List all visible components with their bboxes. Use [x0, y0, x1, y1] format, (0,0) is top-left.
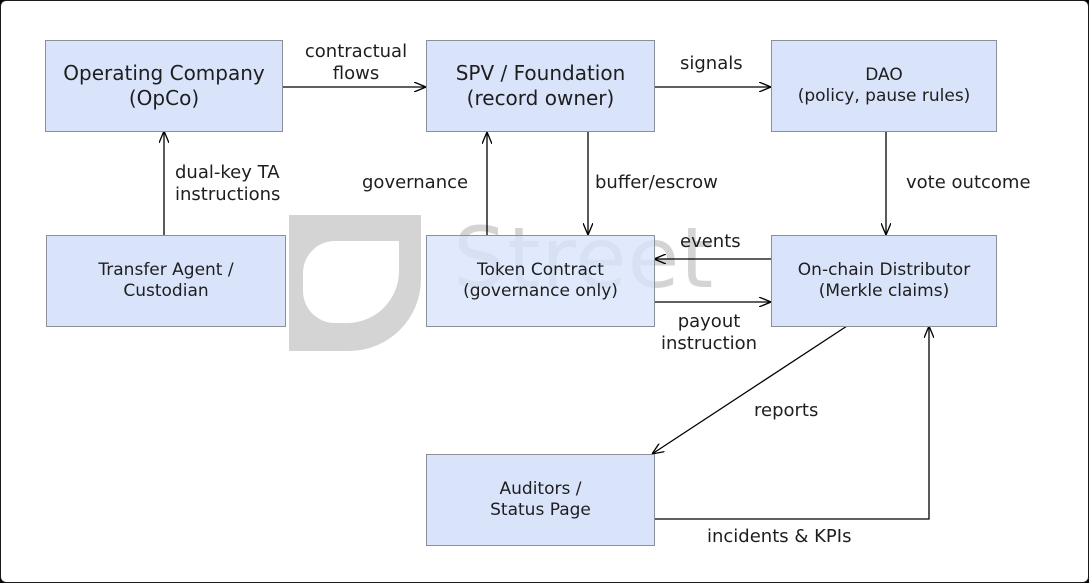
- label-token-distributor-line1: payout: [677, 311, 741, 332]
- label-spv-token: buffer/escrow: [595, 172, 718, 193]
- node-auditors: Auditors / Status Page: [426, 454, 655, 546]
- node-token-contract-title: Token Contract: [477, 260, 604, 280]
- label-opco-spv-line2: flows: [332, 63, 380, 84]
- label-distributor-token: events: [680, 231, 741, 252]
- node-opco-subtitle: (OpCo): [128, 86, 200, 110]
- label-token-distributor: payout instruction: [653, 311, 765, 355]
- label-opco-spv: contractual flows: [297, 41, 415, 85]
- label-ta-opco-line2: instructions: [175, 184, 281, 205]
- node-transfer-agent-title: Transfer Agent /: [98, 260, 234, 280]
- node-spv-title: SPV / Foundation: [455, 61, 626, 85]
- node-distributor-title: On-chain Distributor: [797, 260, 971, 280]
- node-auditors-subtitle: Status Page: [490, 500, 591, 520]
- label-token-distributor-line2: instruction: [660, 333, 758, 354]
- node-distributor-subtitle: (Merkle claims): [818, 281, 950, 301]
- node-token-contract-subtitle: (governance only): [463, 281, 618, 301]
- node-opco-title: Operating Company: [63, 61, 265, 85]
- node-dao: DAO (policy, pause rules): [771, 40, 997, 132]
- label-distributor-auditors: reports: [754, 400, 819, 421]
- node-auditors-title: Auditors /: [499, 479, 582, 499]
- node-dao-subtitle: (policy, pause rules): [797, 86, 971, 106]
- node-token-contract: Token Contract (governance only): [426, 235, 655, 327]
- label-token-spv: governance: [362, 172, 469, 193]
- node-transfer-agent: Transfer Agent / Custodian: [46, 235, 286, 327]
- label-opco-spv-line1: contractual: [304, 41, 408, 62]
- node-spv: SPV / Foundation (record owner): [426, 40, 655, 132]
- node-opco: Operating Company (OpCo): [45, 40, 283, 132]
- label-spv-dao: signals: [680, 53, 743, 74]
- label-dao-distributor: vote outcome: [906, 172, 1031, 193]
- edge-distributor-auditors: [652, 325, 848, 454]
- label-ta-opco-line1: dual-key TA: [175, 162, 280, 183]
- node-spv-subtitle: (record owner): [466, 86, 615, 110]
- node-dao-title: DAO: [865, 65, 903, 85]
- node-transfer-agent-subtitle: Custodian: [123, 281, 209, 301]
- label-auditors-distributor: incidents & KPIs: [707, 526, 852, 547]
- edge-auditors-distributor: [654, 326, 929, 520]
- node-distributor: On-chain Distributor (Merkle claims): [771, 235, 997, 327]
- label-ta-opco: dual-key TA instructions: [175, 162, 280, 206]
